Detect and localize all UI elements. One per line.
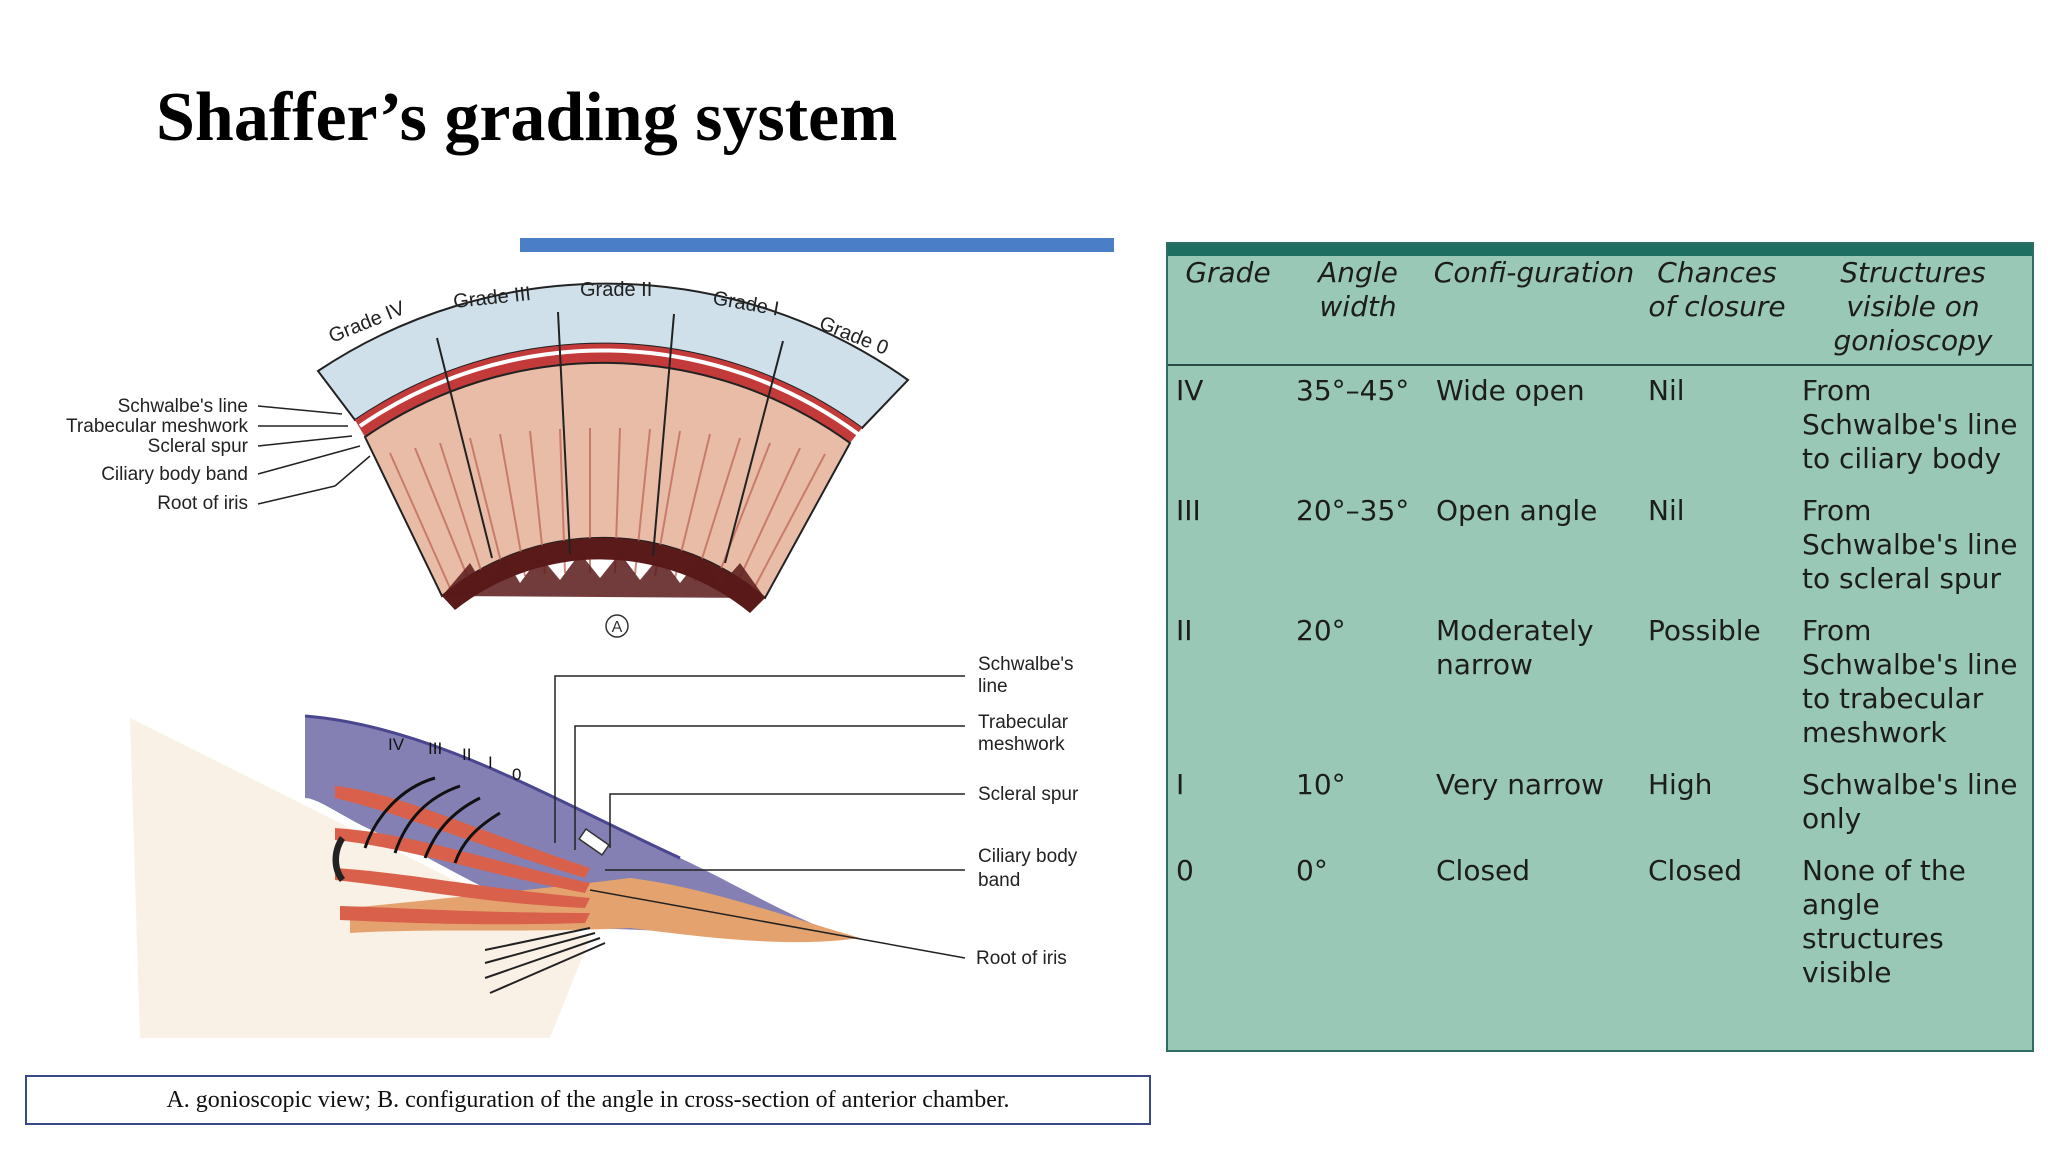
table-cell: Wide open	[1436, 374, 1585, 407]
table-row: III 20°–35° Open angle Nil From Schwalbe…	[1168, 486, 2032, 606]
view-b-label-line1: Root of iris	[976, 948, 1067, 969]
table-cell: Closed	[1648, 854, 1743, 887]
table-cell: 35°–45°	[1296, 374, 1410, 407]
table-cell: II	[1176, 614, 1193, 647]
table-cell: IV	[1176, 374, 1204, 407]
grading-table-panel: Grade Angle width Confi-guration Chances…	[1166, 242, 2034, 1052]
table-cell: From Schwalbe's line to trabecular meshw…	[1802, 614, 2018, 749]
table-cell: None of the angle structures visible	[1802, 854, 1966, 989]
view-b-label-line2: meshwork	[978, 734, 1065, 755]
view-b-label-line1: Trabecular	[978, 712, 1069, 733]
table-cell: 20°	[1296, 614, 1346, 647]
angle-mark: II	[462, 745, 471, 764]
gonioscopy-illustration: Grade IV Grade III Grade II Grade I Grad…	[66, 238, 1114, 1038]
angle-mark: III	[428, 739, 442, 758]
view-b-label-line1: Schwalbe's	[978, 654, 1074, 675]
view-b-label-line1: Ciliary body	[978, 846, 1078, 867]
cross-section-view	[130, 714, 860, 1038]
table-cell: High	[1648, 768, 1713, 801]
gonioscopy-figure: Grade IV Grade III Grade II Grade I Grad…	[30, 238, 1135, 1076]
table-row: I 10° Very narrow High Schwalbe's line o…	[1168, 760, 2032, 846]
table-header-bar	[1168, 244, 2032, 256]
column-header: Structures visible on gonioscopy	[1794, 256, 2032, 366]
table-row: II 20° Moderately narrow Possible From S…	[1168, 606, 2032, 760]
table-cell: 20°–35°	[1296, 494, 1410, 527]
grade-label: Grade II	[580, 279, 652, 301]
figure-header-strip	[520, 238, 1114, 252]
view-b-label-line1: Scleral spur	[978, 784, 1079, 805]
table-cell: Possible	[1648, 614, 1761, 647]
panel-marker-circle	[605, 614, 629, 638]
table-cell: Nil	[1648, 374, 1685, 407]
slide-title: Shaffer’s grading system	[156, 79, 898, 156]
table-cell: III	[1176, 494, 1201, 527]
table-cell: 0°	[1296, 854, 1328, 887]
gonioscopic-view	[316, 282, 910, 613]
figure-caption: A. gonioscopic view; B. configuration of…	[25, 1075, 1151, 1125]
angle-mark: I	[488, 753, 493, 772]
table-cell: 10°	[1296, 768, 1346, 801]
table-cell: Moderately narrow	[1436, 614, 1594, 681]
angle-mark: IV	[388, 735, 405, 754]
view-a-label: Schwalbe's line	[118, 396, 248, 417]
angle-mark: 0	[512, 765, 521, 784]
column-header: Grade	[1168, 256, 1288, 366]
view-a-label: Scleral spur	[148, 436, 249, 457]
table-cell: Nil	[1648, 494, 1685, 527]
table-cell: 0	[1176, 854, 1194, 887]
table-cell: From Schwalbe's line to scleral spur	[1802, 494, 2018, 595]
view-a-label: Trabecular meshwork	[66, 416, 248, 437]
column-header: Angle width	[1288, 256, 1428, 366]
table-cell: Closed	[1436, 854, 1531, 887]
table-row: IV 35°–45° Wide open Nil From Schwalbe's…	[1168, 365, 2032, 486]
table-cell: Open angle	[1436, 494, 1598, 527]
table-cell: I	[1176, 768, 1185, 801]
view-a-label: Ciliary body band	[101, 464, 248, 485]
view-b-label-line2: line	[978, 676, 1008, 697]
table-row: 0 0° Closed Closed None of the angle str…	[1168, 846, 2032, 1002]
table-cell: From Schwalbe's line to ciliary body	[1802, 374, 2018, 475]
view-b-label-line2: band	[978, 870, 1020, 891]
grading-table: Grade Angle width Confi-guration Chances…	[1168, 256, 2032, 1002]
table-cell: Schwalbe's line only	[1802, 768, 2018, 835]
column-header: Confi-guration	[1428, 256, 1640, 366]
table-cell: Very narrow	[1436, 768, 1605, 801]
view-a-label: Root of iris	[157, 493, 248, 514]
table-header-row: Grade Angle width Confi-guration Chances…	[1168, 256, 2032, 366]
column-header: Chances of closure	[1640, 256, 1794, 366]
panel-marker: A	[612, 619, 623, 636]
